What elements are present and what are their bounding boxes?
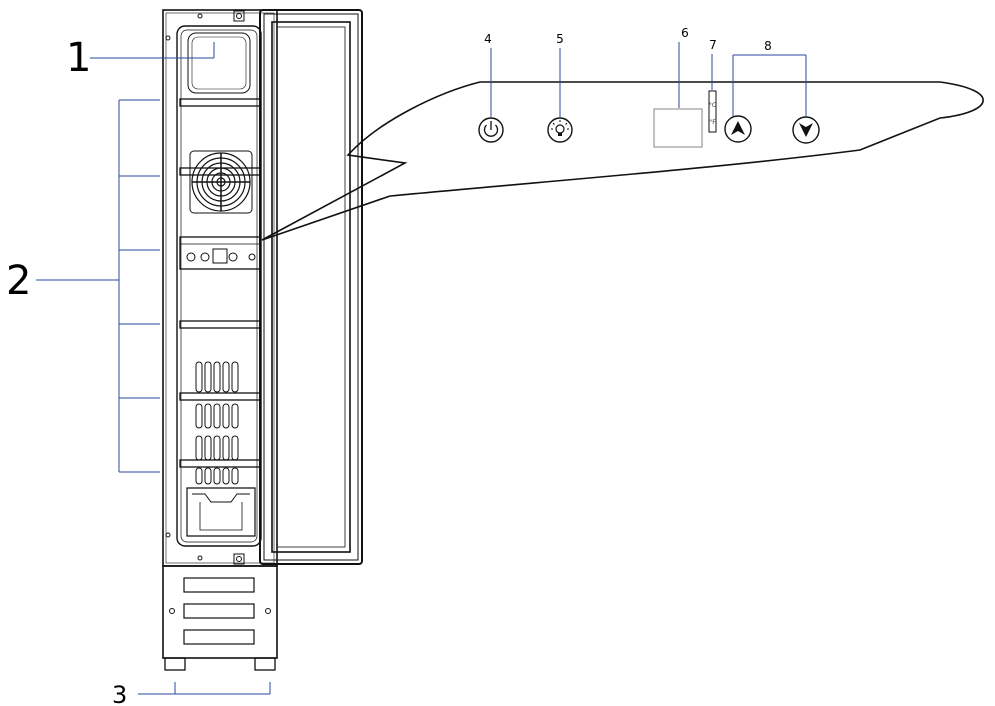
- chevron-down-icon: [799, 123, 813, 137]
- callout-2: 2: [6, 258, 31, 304]
- cabinet-control-strip: [179, 236, 261, 270]
- callout-8: 8: [764, 39, 772, 53]
- control-panel-callout: °C °F: [261, 81, 984, 241]
- light-button[interactable]: [547, 117, 573, 143]
- light-bulb-icon: [551, 120, 569, 136]
- callout-4: 4: [484, 32, 492, 46]
- drip-tray: [186, 487, 256, 537]
- callout-7: 7: [709, 38, 717, 52]
- temperature-display: [653, 108, 703, 148]
- callout-1: 1: [66, 35, 91, 81]
- leader-lines: [36, 42, 807, 695]
- callout-labels: 1 2 3 4 5 6 7 8: [6, 26, 772, 706]
- unit-c-label: °C: [709, 102, 716, 109]
- callout-6: 6: [681, 26, 689, 40]
- unit-f-label: °F: [709, 119, 716, 126]
- base-plinth: [162, 565, 278, 671]
- power-icon: [483, 121, 499, 137]
- lower-vent-grille: [195, 361, 239, 485]
- chevron-up-icon: [731, 121, 745, 135]
- callout-5: 5: [556, 32, 564, 46]
- power-button[interactable]: [478, 117, 504, 143]
- fan-icon: [189, 150, 253, 214]
- down-button[interactable]: [792, 116, 820, 144]
- callout-3: 3: [112, 681, 127, 706]
- glass-door: [259, 9, 363, 565]
- cabinet: [162, 9, 363, 671]
- unit-indicator: °C °F: [708, 90, 717, 133]
- up-button[interactable]: [724, 115, 752, 143]
